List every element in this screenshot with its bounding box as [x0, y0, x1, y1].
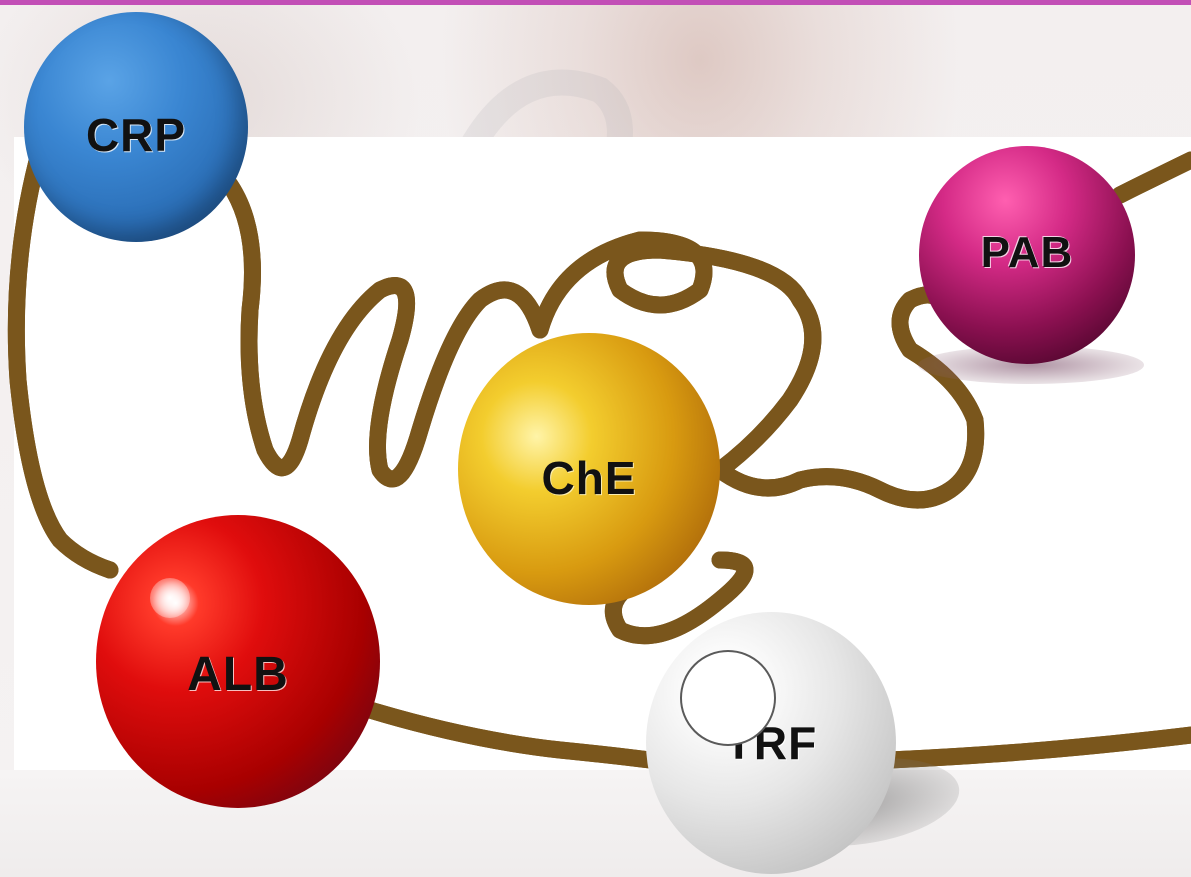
pab-label: PAB: [980, 228, 1074, 277]
che-ball: ChE: [458, 333, 720, 605]
trf-highlight: [680, 650, 776, 746]
crp-ball: CRP: [24, 12, 248, 242]
alb-label: ALB: [187, 648, 289, 701]
alb-ball: ALB: [96, 515, 380, 808]
accent-bar: [0, 0, 1191, 5]
crp-label: CRP: [85, 109, 187, 161]
trf-label: TRF: [724, 717, 818, 769]
alb-highlight: [150, 578, 190, 618]
trf-ball: TRF: [646, 612, 896, 874]
che-label: ChE: [541, 452, 637, 504]
pab-ball: PAB: [919, 146, 1135, 364]
